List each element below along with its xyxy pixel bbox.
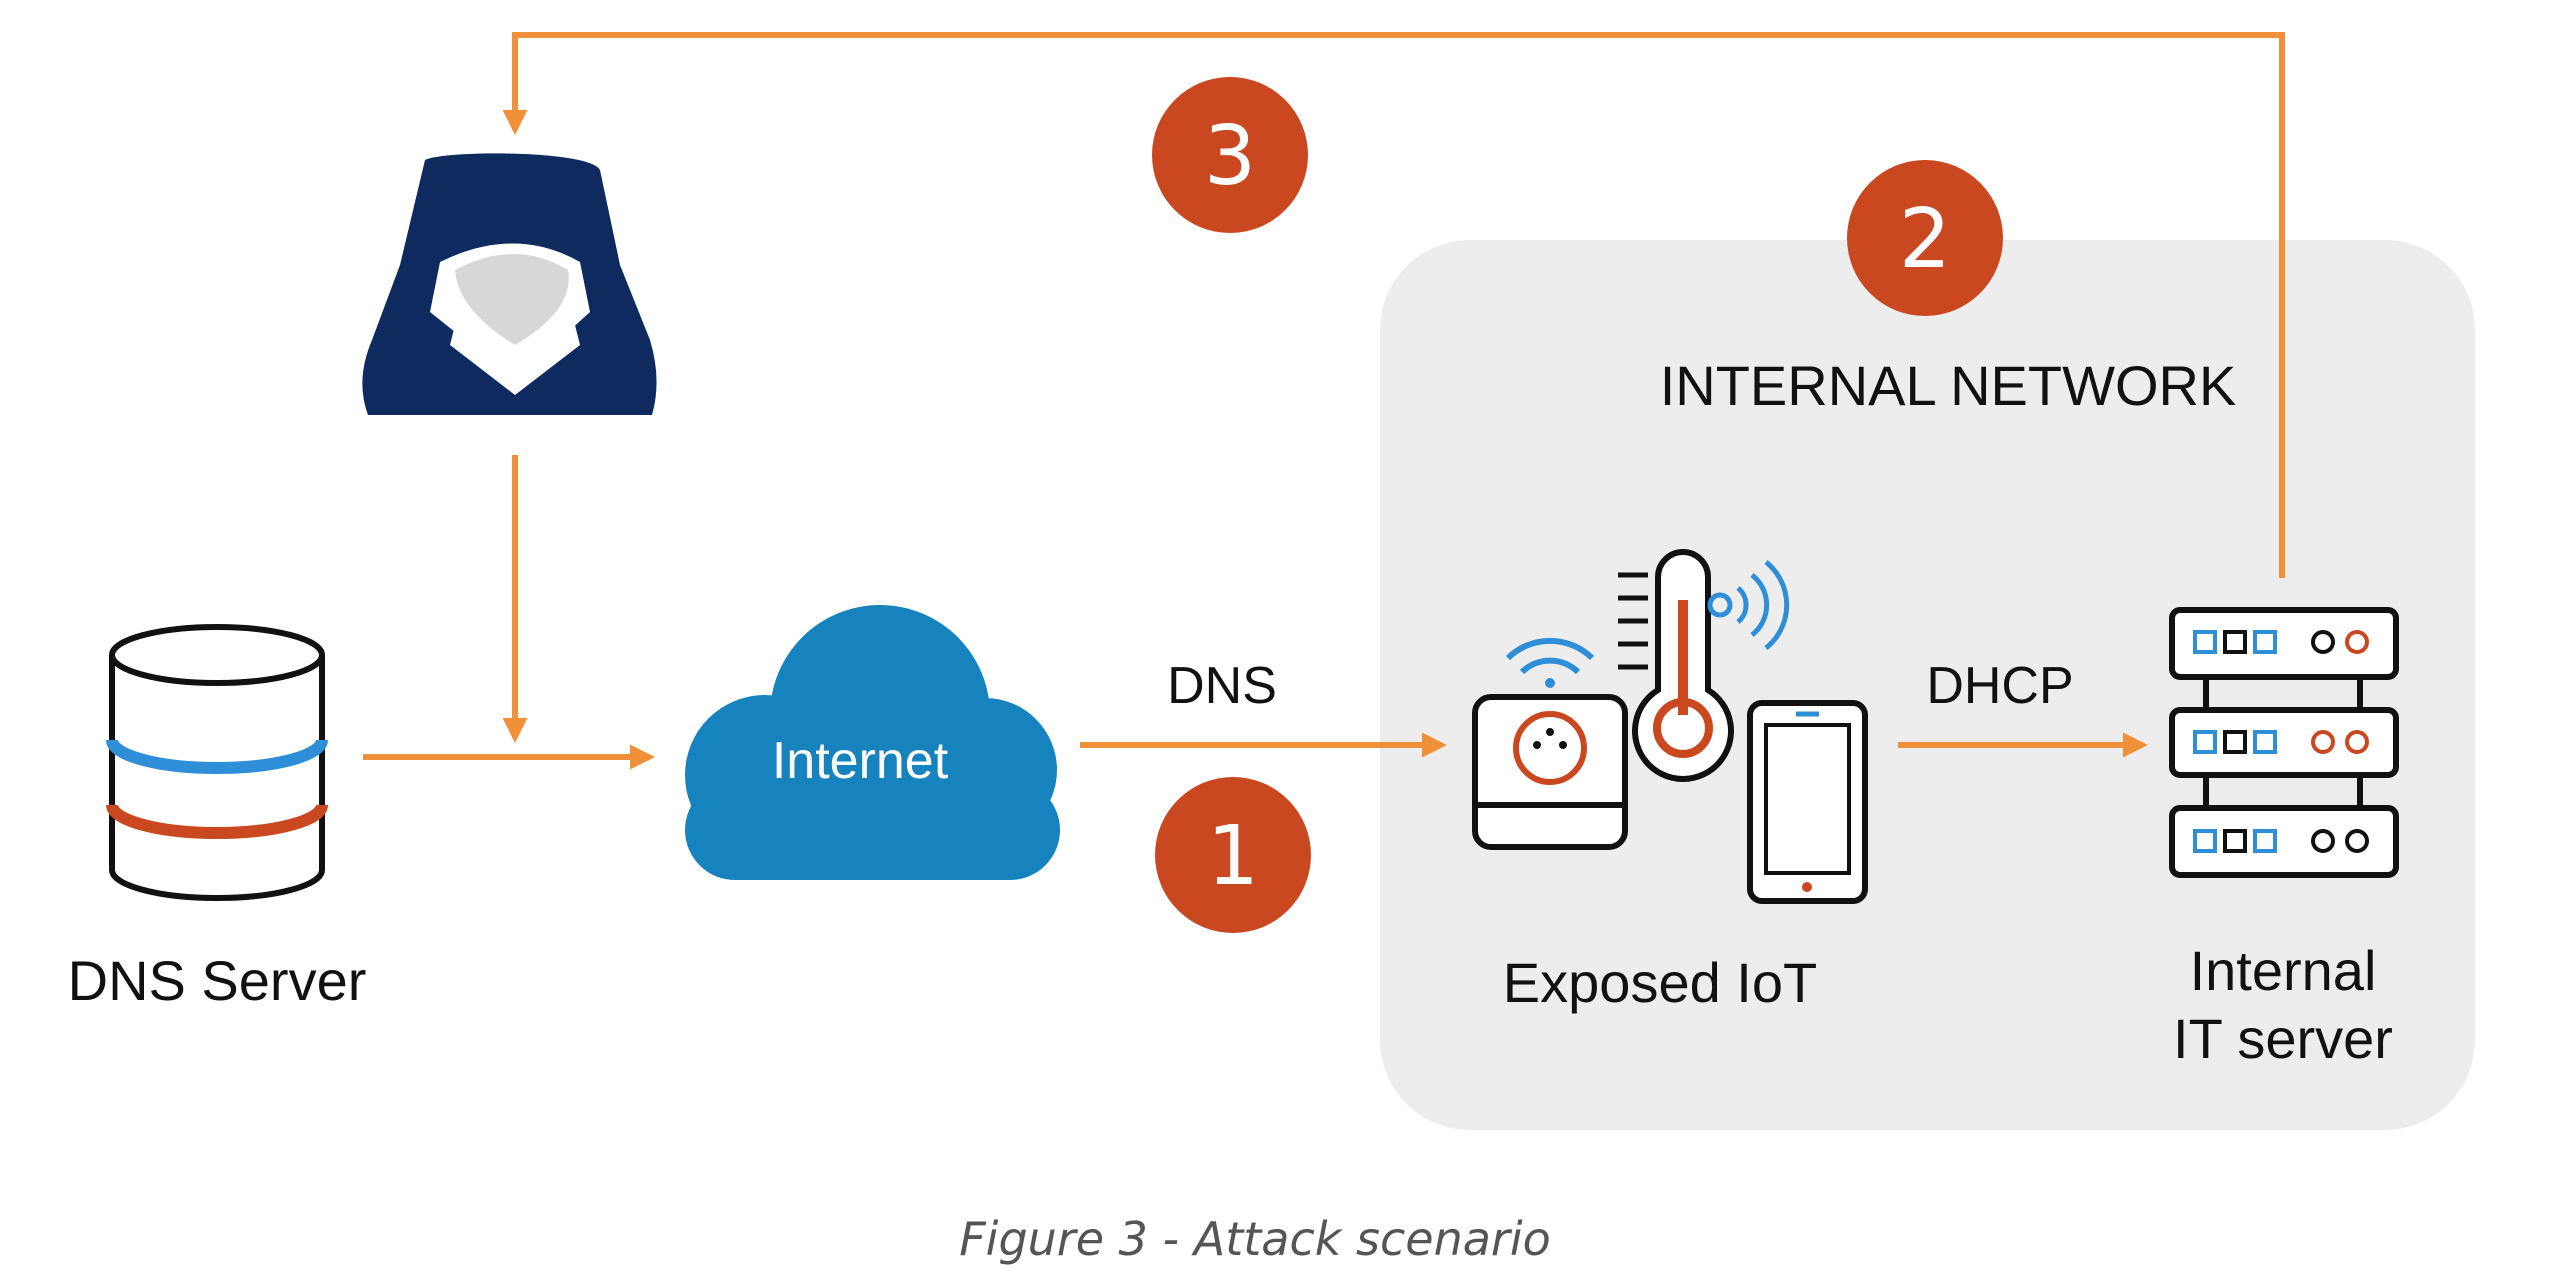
arrows xyxy=(363,32,2285,770)
tablet-icon xyxy=(1747,700,1868,904)
svg-text:1: 1 xyxy=(1207,809,1259,904)
database-icon xyxy=(106,624,328,901)
figure-caption: Figure 3 - Attack scenario xyxy=(959,1212,1551,1266)
smart-plug-icon xyxy=(1472,637,1628,850)
exposed-iot-label: Exposed IoT xyxy=(1503,951,1817,1014)
step-badge-2: 2 xyxy=(1847,160,2003,316)
dns-server-label: DNS Server xyxy=(68,949,367,1012)
exfiltration-arrow xyxy=(502,32,2285,578)
internal-it-server-label-line2: IT server xyxy=(2173,1007,2393,1070)
thermometer-icon xyxy=(1618,549,1790,782)
internal-it-server-label-line1: Internal xyxy=(2190,939,2377,1002)
hacker-icon xyxy=(362,153,657,415)
internet-label: Internet xyxy=(772,732,949,790)
cloud-icon xyxy=(685,605,1060,880)
svg-text:2: 2 xyxy=(1899,192,1951,287)
svg-text:3: 3 xyxy=(1204,109,1256,204)
internal-network-label: INTERNAL NETWORK xyxy=(1660,354,2237,417)
dns-label: DNS xyxy=(1167,657,1277,715)
step-badge-3: 3 xyxy=(1152,77,1308,233)
server-rack-icon xyxy=(2169,607,2399,878)
step-badge-1: 1 xyxy=(1155,777,1311,933)
dhcp-label: DHCP xyxy=(1926,657,2073,715)
internal-network-region xyxy=(1380,240,2475,1130)
